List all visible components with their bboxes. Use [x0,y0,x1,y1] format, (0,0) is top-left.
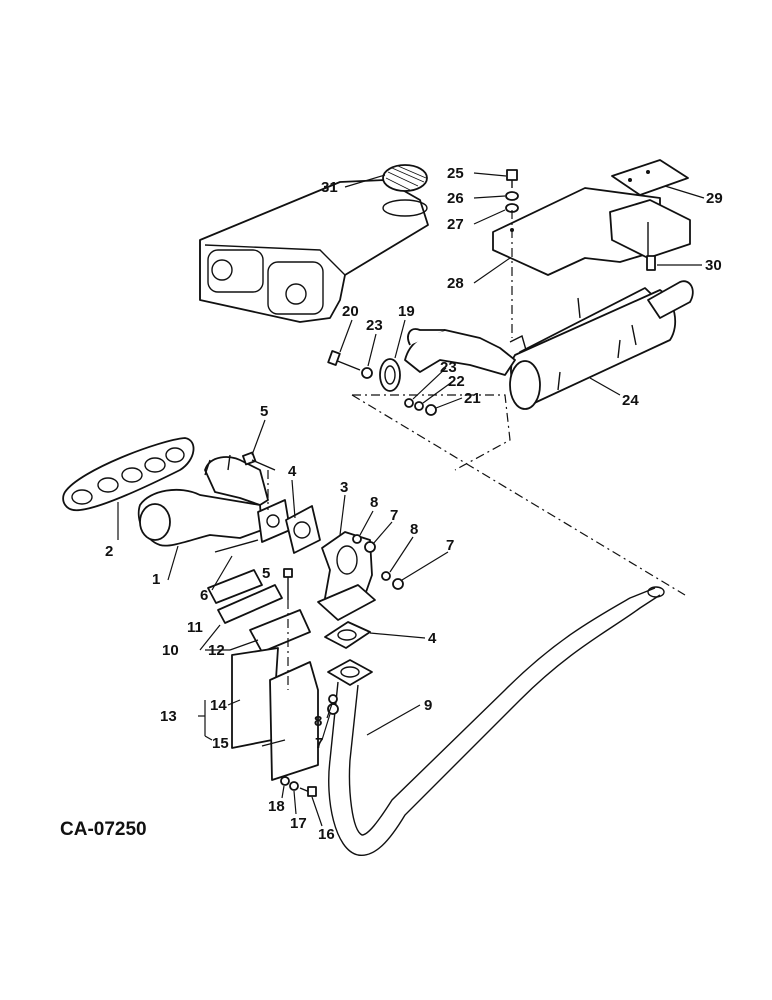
callout-19: 19 [398,303,415,320]
callout-6: 6 [200,587,208,604]
callout-13: 13 [160,708,177,725]
callout-26: 26 [447,190,464,207]
callout-18: 18 [268,798,285,815]
heat-shield-bracket-part-12 [249,609,311,653]
callout-23-upper: 23 [366,317,383,334]
callout-23-lower: 23 [440,359,457,376]
callout-8-lower: 8 [314,713,322,730]
callout-20: 20 [342,303,359,320]
callout-5-upper: 5 [260,403,268,420]
nut-part-8-lower [328,694,338,704]
manifold-gasket-part-2 [62,437,195,512]
callout-8-middle: 8 [410,521,418,538]
washer-part-26 [505,191,519,201]
callout-12: 12 [208,642,225,659]
nut-part-8-middle [381,571,391,581]
callout-7-lower: 7 [315,735,323,752]
callout-8-upper: 8 [370,494,378,511]
bolt-part-20 [327,350,361,371]
bolt-part-30 [646,255,656,271]
bolt-part-16 [299,786,317,797]
nut-part-21 [425,404,437,416]
gasket-part-4-lower [324,621,371,649]
lockwasher-part-22 [414,401,424,411]
callout-1: 1 [152,571,160,588]
flange-plate-part-4-upper [257,499,291,543]
exhaust-manifold-part-1 [137,454,269,547]
callout-10: 10 [162,642,179,659]
callout-15: 15 [212,735,229,752]
washer-part-17 [289,781,299,791]
callout-25: 25 [447,165,464,182]
callout-labels: 31 25 26 27 28 29 30 20 23 19 23 22 21 2… [105,165,723,843]
callout-4-lower: 4 [428,630,437,647]
bracket-part-29 [609,159,691,259]
bolt-part-25 [506,169,518,188]
callout-9: 9 [424,697,432,714]
muffler-part-24 [509,280,694,410]
callout-17: 17 [290,815,307,832]
exhaust-elbow-part-19 [404,328,516,376]
callout-22: 22 [448,373,465,390]
drawing-code-label: CA-07250 [60,819,147,840]
callout-27: 27 [447,216,464,233]
washer-part-7-middle [392,578,404,590]
exhaust-pipe-part-9 [327,586,665,856]
callout-21: 21 [464,390,481,407]
lockwasher-part-18 [280,776,290,786]
callout-30: 30 [705,257,722,274]
bolt-part-5-upper [242,451,276,471]
callout-16: 16 [318,826,335,843]
assembly-centerlines [267,210,686,690]
gasket-part-4-upper [285,505,321,554]
washer-part-23-right [404,398,414,408]
washer-part-7-upper [364,541,376,553]
stud-part-6 [214,539,259,553]
callout-4-upper: 4 [288,463,297,480]
callout-31: 31 [321,179,338,196]
callout-28: 28 [447,275,464,292]
nut-part-8-upper [352,534,362,544]
callout-14: 14 [210,697,227,714]
exhaust-adapter-part-3 [317,531,376,621]
heat-shield-part-11 [207,569,283,624]
callout-3: 3 [340,479,348,496]
clamp-part-19 [379,358,401,392]
callout-7-upper: 7 [390,507,398,524]
leader-lines [117,172,705,827]
cap-part-31 [382,164,428,217]
callout-24: 24 [622,392,639,409]
engine-hood-outline [199,179,429,323]
callout-29: 29 [706,190,723,207]
bolt-part-5-lower [283,568,293,600]
callout-2: 2 [105,543,113,560]
callout-7-middle: 7 [446,537,454,554]
washer-part-23-left [361,367,373,379]
callout-5-lower: 5 [262,565,270,582]
heat-shield-part-15 [269,661,319,781]
callout-11: 11 [187,619,203,636]
